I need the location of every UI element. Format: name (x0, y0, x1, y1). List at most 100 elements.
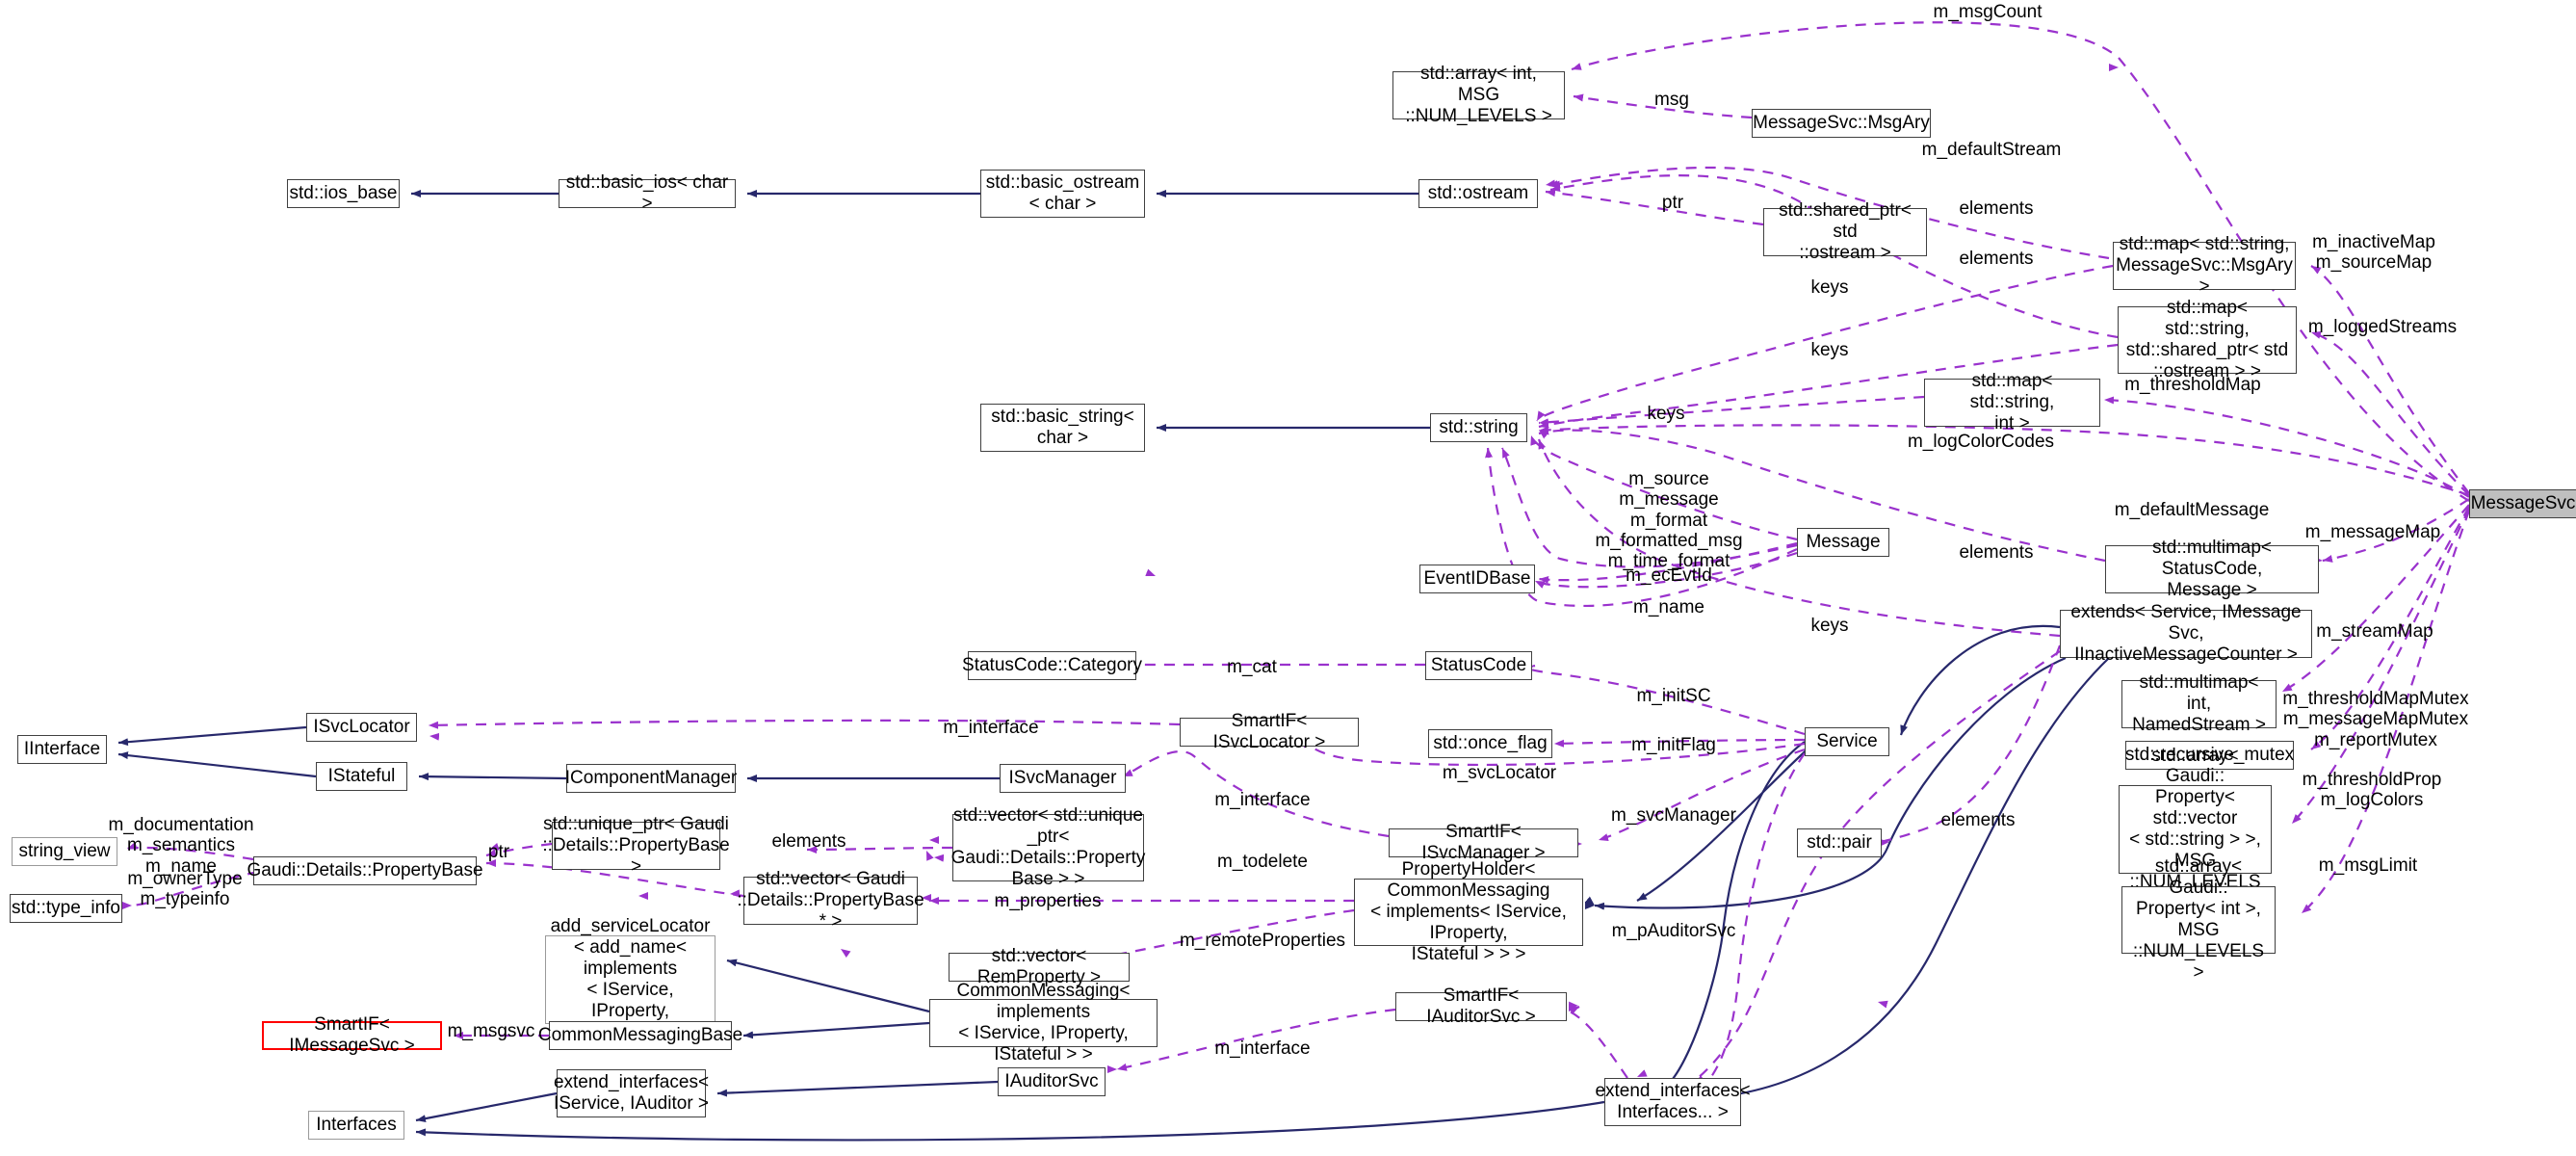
class-node-icomponentmgr[interactable]: IComponentManager (565, 764, 737, 793)
edge-label-interface-2: m_interface (1214, 790, 1311, 810)
class-node-ostream[interactable]: std::ostream (1418, 179, 1538, 208)
edge-label-elements-1: elements (1959, 198, 2034, 219)
edge-usage (1042, 908, 1355, 971)
class-node-propertyholder[interactable]: PropertyHolder< CommonMessaging < implem… (1354, 859, 1583, 964)
edge-inheritance (726, 959, 930, 1013)
class-node-multimap-int[interactable]: std::multimap< int, NamedStream > (2121, 672, 2277, 735)
class-node-ios-base[interactable]: std::ios_base (287, 179, 400, 208)
edge-label-elements-4: elements (1940, 810, 2016, 830)
class-node-unique-ptr-pb[interactable]: std::unique_ptr< Gaudi ::Details::Proper… (542, 814, 730, 877)
edge-label-keys-1: keys (1810, 277, 1849, 298)
class-node-interfaces[interactable]: Interfaces (308, 1111, 404, 1140)
edge-usage (1549, 174, 2119, 339)
class-node-commonmsgbase[interactable]: CommonMessagingBase (538, 1021, 742, 1050)
edge-usage (1571, 21, 2470, 502)
edge-label-documentation: m_documentation m_semantics m_name (108, 815, 254, 877)
edge-usage (428, 719, 1181, 729)
class-node-statuscode[interactable]: StatusCode (1425, 651, 1532, 680)
edge-inheritance (415, 1100, 1605, 1142)
class-node-message[interactable]: Message (1797, 528, 1889, 557)
edge-label-pauditorsvc: m_pAuditorSvc (1611, 921, 1736, 941)
class-node-array-gaudi-int[interactable]: std::array< Gaudi:: Property< int >, MSG… (2121, 856, 2276, 983)
edge-usage (1573, 93, 1753, 119)
edge-label-ownertype: m_ownerType m_typeinfo (127, 869, 243, 910)
edge-usage (1567, 1006, 1628, 1079)
edge-label-inactivemap: m_inactiveMap m_sourceMap (2312, 232, 2435, 274)
edge-label-defaultstream: m_defaultStream (1921, 140, 2062, 160)
edge-inheritance-plain (1672, 741, 1806, 1080)
class-node-map-string-int[interactable]: std::map< std::string, int > (1924, 371, 2100, 434)
edge-label-initsc: m_initSC (1636, 686, 1711, 706)
edge-usage (1538, 395, 1925, 427)
edge-inheritance (117, 751, 317, 778)
class-node-smartif-auditor[interactable]: SmartIF< IAuditorSvc > (1395, 985, 1567, 1027)
class-node-statuscode-cat[interactable]: StatusCode::Category (962, 651, 1142, 680)
edge-label-initflag: m_initFlag (1631, 735, 1716, 755)
class-node-multimap-sc[interactable]: std::multimap< StatusCode, Message > (2105, 538, 2319, 600)
edge-label-properties: m_properties (994, 891, 1102, 911)
class-node-pair[interactable]: std::pair (1797, 828, 1882, 857)
class-node-basic-string[interactable]: std::basic_string< char > (980, 404, 1145, 452)
edge-usage (2281, 504, 2470, 693)
class-node-isvclocator[interactable]: ISvcLocator (306, 713, 417, 742)
class-node-extends-svc[interactable]: extends< Service, IMessage Svc, IInactiv… (2060, 602, 2312, 665)
class-node-shared-ptr-ost[interactable]: std::shared_ptr< std ::ostream > (1763, 200, 1927, 263)
class-node-map-shared-ost[interactable]: std::map< std::string, std::shared_ptr< … (2118, 298, 2297, 381)
edge-inheritance (415, 1091, 558, 1123)
edge-usage (2103, 396, 2470, 498)
class-node-propertybase[interactable]: Gaudi::Details::PropertyBase (247, 856, 483, 885)
class-node-string-view[interactable]: string_view (12, 837, 117, 866)
edge-usage (1534, 551, 1798, 589)
class-node-basic-ios[interactable]: std::basic_ios< char > (559, 172, 736, 214)
edge-inheritance-plain (1636, 746, 1811, 902)
class-node-extend-iface-sa[interactable]: extend_interfaces< IService, IAuditor > (554, 1069, 709, 1117)
class-node-eventidbase[interactable]: EventIDBase (1419, 565, 1535, 593)
class-node-string[interactable]: std::string (1430, 413, 1527, 442)
edge-label-keys-3: keys (1647, 404, 1685, 424)
edge-label-msgcount: m_msgCount (1933, 2, 2043, 22)
class-node-array-int-msg[interactable]: std::array< int, MSG ::NUM_LEVELS > (1392, 64, 1565, 126)
class-node-type-info[interactable]: std::type_info (10, 894, 122, 923)
edge-inheritance (716, 1080, 999, 1097)
class-node-basic-ostream[interactable]: std::basic_ostream < char > (980, 170, 1145, 218)
class-node-commonmsg[interactable]: CommonMessaging< implements < IService, … (929, 981, 1158, 1064)
edge-usage (1524, 664, 1806, 736)
class-node-messagesvc[interactable]: MessageSvc (2469, 489, 2576, 518)
edge-label-msglimit: m_msgLimit (2318, 855, 2418, 876)
edge-label-loggedstreams: m_loggedStreams (2307, 317, 2458, 337)
edge-usage (1301, 737, 1806, 767)
edge-label-thresholdmutex: m_thresholdMapMutex m_messageMapMutex m_… (2282, 689, 2469, 750)
edge-usage (1598, 748, 1806, 842)
class-node-isvcmanager[interactable]: ISvcManager (1000, 764, 1126, 793)
class-node-iinterface[interactable]: IInterface (17, 735, 107, 764)
class-node-iauditorsvc[interactable]: IAuditorSvc (998, 1067, 1106, 1096)
class-node-msgary[interactable]: MessageSvc::MsgAry (1752, 109, 1931, 138)
class-node-smartif-svcloc[interactable]: SmartIF< ISvcLocator > (1180, 711, 1359, 752)
class-node-once-flag[interactable]: std::once_flag (1428, 729, 1552, 758)
class-node-vector-uptr-pb[interactable]: std::vector< std::unique _ptr< Gaudi::De… (950, 805, 1146, 889)
edge-usage (1553, 738, 1806, 748)
edge-usage (1122, 749, 1390, 838)
class-node-map-msgary[interactable]: std::map< std::string, MessageSvc::MsgAr… (2113, 234, 2296, 297)
edge-usage (485, 842, 553, 857)
edge-usage (1538, 343, 2119, 429)
class-node-recursive-mutex[interactable]: std::recursive_mutex (2125, 741, 2294, 770)
class-node-smartif-svcmgr[interactable]: SmartIF< ISvcManager > (1389, 822, 1578, 863)
class-node-extend-iface-v[interactable]: extend_interfaces< Interfaces... > (1595, 1078, 1751, 1126)
edge-label-ptr-2: ptr (487, 842, 510, 862)
edge-label-elements-3: elements (1959, 542, 2034, 563)
class-node-smartif-msgsvc[interactable]: SmartIF< IMessageSvc > (262, 1014, 442, 1056)
edge-label-remoteprops: m_remoteProperties (1179, 931, 1346, 951)
edge-label-msg: msg (1654, 90, 1689, 110)
class-node-service[interactable]: Service (1805, 727, 1889, 756)
class-node-add-svcloc[interactable]: add_serviceLocator < add_name< implement… (545, 916, 716, 1042)
edge-label-elements-2: elements (1959, 249, 2034, 269)
class-node-istateful[interactable]: IStateful (316, 762, 407, 791)
edge-label-messagemap: m_messageMap (2304, 522, 2441, 542)
class-node-vector-pb-ptr[interactable]: std::vector< Gaudi ::Details::PropertyBa… (737, 869, 924, 932)
edge-label-keys-4: keys (1810, 616, 1849, 636)
edge-usage (1637, 1069, 1648, 1077)
class-node-vector-remprop[interactable]: std::vector< RemProperty > (949, 946, 1130, 987)
